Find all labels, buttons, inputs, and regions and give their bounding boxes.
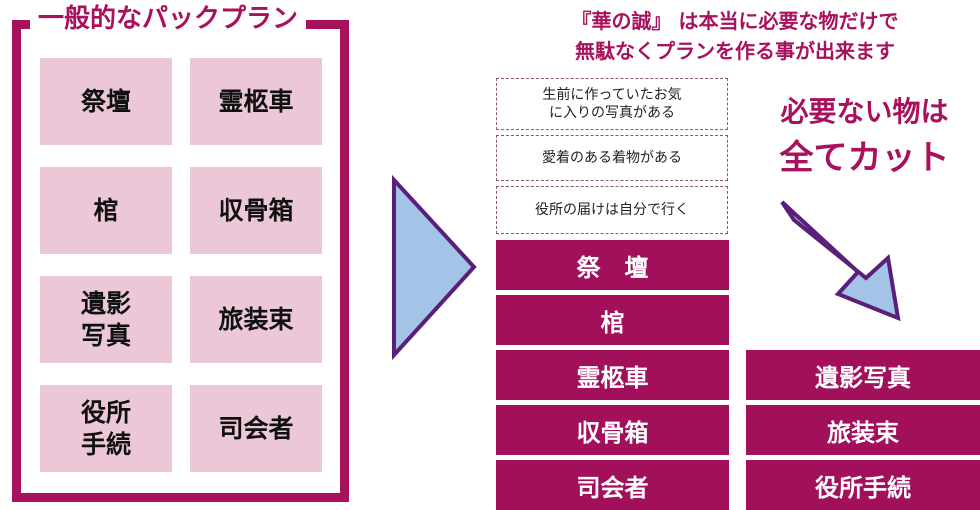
optional-item-self-filing: 役所の届けは自分で行く <box>496 186 728 234</box>
cut-everything-label: 必要ない物は 全てカット <box>752 90 977 182</box>
plan-item-line: 祭壇 <box>80 86 131 116</box>
kept-item-mc: 司会者 <box>496 460 729 510</box>
kept-item-urn-box: 収骨箱 <box>496 405 729 455</box>
plan-item-burial-clothes: 旅装束 <box>190 276 322 363</box>
plan-item-line: 手続 <box>80 429 131 459</box>
plan-item-urn-box: 収骨箱 <box>190 167 322 254</box>
plan-item-line: 棺 <box>93 195 119 225</box>
plan-item-line: 司会者 <box>218 413 294 443</box>
heading-line: 『華の誠』 は本当に必要な物だけで <box>571 9 899 33</box>
optional-item-line: に入りの写真がある <box>549 105 675 121</box>
play-arrow-icon <box>392 175 477 360</box>
kept-item-hearse: 霊柩車 <box>496 350 729 400</box>
cut-item-office-procedures: 役所手続 <box>746 460 980 510</box>
cut-item-burial-clothes: 旅装束 <box>746 405 980 455</box>
plan-item-line: 旅装束 <box>218 304 294 334</box>
cut-label-line: 全てカット <box>779 138 950 178</box>
cut-item-portrait-photo: 遺影写真 <box>746 350 980 400</box>
optional-item-kimono: 愛着のある着物がある <box>496 135 728 181</box>
heading-line: 無駄なくプランを作る事が出来ます <box>575 39 895 63</box>
plan-item-mc: 司会者 <box>190 385 322 472</box>
plan-item-line: 写真 <box>80 320 131 350</box>
plan-item-line: 遺影 <box>80 288 131 318</box>
cut-label-line: 必要ない物は <box>780 95 949 128</box>
kept-item-coffin: 棺 <box>496 295 729 345</box>
plan-item-line: 霊柩車 <box>218 86 294 116</box>
optional-item-favorite-photo: 生前に作っていたお気 に入りの写真がある <box>496 78 728 130</box>
plan-item-altar: 祭壇 <box>40 58 172 145</box>
hana-no-makoto-heading: 『華の誠』 は本当に必要な物だけで 無駄なくプランを作る事が出来ます <box>495 6 975 66</box>
diagonal-arrow-icon <box>780 200 901 322</box>
optional-item-line: 役所の届けは自分で行く <box>535 202 689 218</box>
plan-item-coffin: 棺 <box>40 167 172 254</box>
plan-item-hearse: 霊柩車 <box>190 58 322 145</box>
optional-item-line: 生前に作っていたお気 <box>542 87 682 103</box>
plan-item-office-procedures: 役所 手続 <box>40 385 172 472</box>
kept-item-altar: 祭 壇 <box>496 240 729 290</box>
plan-item-portrait-photo: 遺影 写真 <box>40 276 172 363</box>
standard-plan-title: 一般的なパックプラン <box>30 4 307 34</box>
plan-item-line: 収骨箱 <box>218 195 294 225</box>
plan-item-line: 役所 <box>80 397 131 427</box>
optional-item-line: 愛着のある着物がある <box>542 150 682 166</box>
